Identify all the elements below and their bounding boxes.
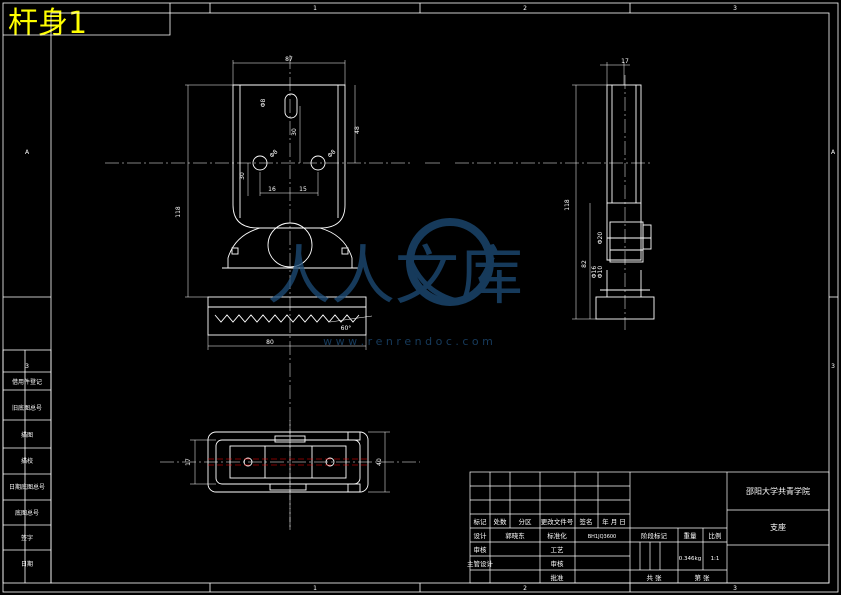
left-strip-label: 描图 xyxy=(21,431,33,439)
tb-approve-label: 批准 xyxy=(551,573,565,582)
tb-process-label: 工艺 xyxy=(551,546,565,554)
dim-h-16: 16 xyxy=(268,186,276,193)
tb-review-label: 审核 xyxy=(551,559,565,568)
tb-scale: 1:1 xyxy=(711,556,720,562)
zone-label-bottom-2: 2 xyxy=(523,585,527,592)
zone-letter-right: A xyxy=(831,149,836,156)
front-hole-left xyxy=(252,155,268,171)
tb-header-cell: 处数 xyxy=(494,517,508,526)
zone-label-1: 1 xyxy=(313,5,317,12)
tb-drawing-no: BH1JQ3600 xyxy=(588,534,617,540)
dim-side-82: 82 xyxy=(581,260,588,268)
zone-label-3: 3 xyxy=(733,5,737,12)
dim-hole-top: Φ8 xyxy=(260,99,267,108)
dim-hole-right: Φ8 xyxy=(326,148,337,159)
tb-designer: 郭晓东 xyxy=(505,531,525,540)
left-strip-label: 旧底图总号 xyxy=(12,404,42,412)
dim-h-15: 15 xyxy=(299,186,307,193)
sheet-inner-frame xyxy=(50,12,830,584)
left-strip-label: 日期 xyxy=(21,560,33,568)
tb-supervisor-label: 主管设计 xyxy=(467,559,494,568)
plan-hole-left xyxy=(243,457,253,467)
front-bore xyxy=(267,222,313,268)
dim-side-d16: Φ16 xyxy=(591,266,598,279)
tb-header-cell: 年 月 日 xyxy=(602,517,626,526)
plan-view xyxy=(160,420,420,530)
side-base xyxy=(595,296,655,320)
front-slot xyxy=(284,93,298,119)
dim-side-30: 30 xyxy=(239,172,246,180)
title-block xyxy=(469,471,830,584)
tb-header-cell: 签名 xyxy=(580,517,593,526)
tb-weight-label: 重量 xyxy=(684,532,698,540)
tb-stage-label: 阶段标记 xyxy=(641,531,668,540)
tb-check-label: 审核 xyxy=(474,545,488,554)
watermark: 人人文库 w w w . r e n r e n d o c . c o m xyxy=(267,218,523,348)
tb-scale-label: 比例 xyxy=(709,531,722,540)
dim-plan-40: 40 xyxy=(376,458,383,466)
dim-side-width: 17 xyxy=(621,58,629,65)
left-strip-label: 底图总号 xyxy=(15,509,39,517)
tb-header-cell: 更改文件号 xyxy=(541,517,574,526)
zone-letter-left: A xyxy=(25,149,30,156)
dim-plan-17: 17 xyxy=(185,458,192,466)
tb-school: 邵阳大学共青学院 xyxy=(746,486,810,496)
tb-header-cell: 标记 xyxy=(474,517,488,526)
dim-vert-30: 30 xyxy=(291,128,298,136)
left-strip-number: 3 xyxy=(25,363,29,370)
dim-side-d20: Φ20 xyxy=(597,232,604,245)
dim-side-d10: Φ10 xyxy=(597,266,604,279)
zone-label-2: 2 xyxy=(523,5,527,12)
tb-header-cell: 分区 xyxy=(519,517,533,526)
dim-vert-48: 48 xyxy=(354,126,361,134)
front-base xyxy=(207,296,367,336)
side-view xyxy=(595,75,655,330)
left-strip-label: 借用件登记 xyxy=(12,378,42,386)
tb-sheets-total: 共 张 xyxy=(646,573,662,582)
zone-label-bottom-1: 1 xyxy=(313,585,317,592)
dim-base-width: 80 xyxy=(266,339,274,346)
left-strip xyxy=(2,349,52,584)
front-view xyxy=(105,55,650,530)
front-hole-right xyxy=(310,155,326,171)
plan-outline xyxy=(207,431,369,493)
dim-front-height: 118 xyxy=(175,206,182,218)
tb-weight: 0.346kg xyxy=(679,556,701,562)
dim-side-height: 118 xyxy=(564,199,571,211)
tb-design-label: 设计 xyxy=(474,531,488,540)
tb-part-name: 支座 xyxy=(770,522,786,532)
watermark-url: w w w . r e n r e n d o c . c o m xyxy=(323,335,493,348)
tb-standard-label: 标准化 xyxy=(547,531,567,540)
left-strip-label: 描校 xyxy=(21,457,33,465)
left-strip-label: 签字 xyxy=(21,534,33,542)
dim-angle: 60° xyxy=(341,325,352,332)
dim-front-width: 87 xyxy=(285,56,293,63)
watermark-text: 人人文库 xyxy=(267,240,523,314)
plan-hole-right xyxy=(325,457,335,467)
left-strip-label: 日期底图总号 xyxy=(9,483,45,491)
side-lower xyxy=(606,203,642,261)
front-teeth xyxy=(214,314,360,323)
title-box xyxy=(3,3,171,36)
watermark-logo xyxy=(406,218,494,306)
tb-sheet-no: 第 张 xyxy=(694,573,710,582)
zone-number-right: 3 xyxy=(831,363,835,370)
dim-hole-left: Φ8 xyxy=(268,148,279,159)
zone-label-bottom-3: 3 xyxy=(733,585,737,592)
